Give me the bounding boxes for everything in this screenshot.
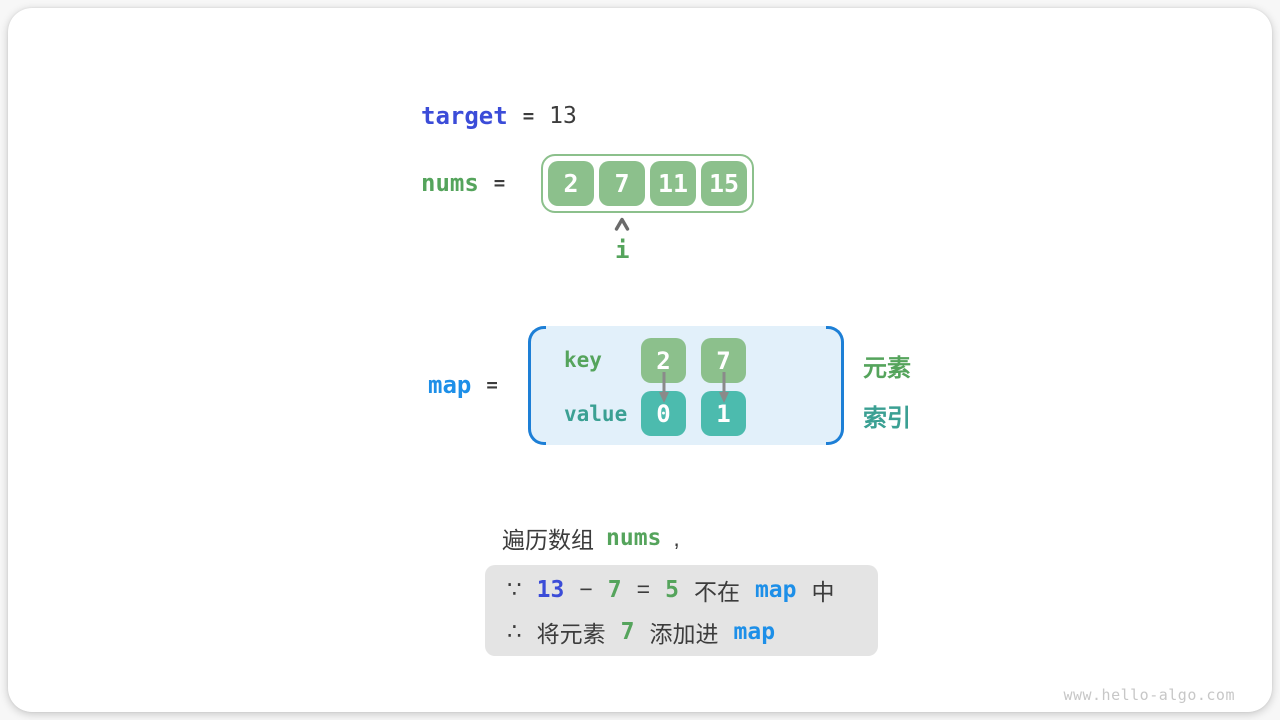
nums-array: 2 7 11 15	[541, 154, 754, 213]
label-elements: 元素	[863, 355, 911, 382]
target-value: 13	[549, 103, 577, 129]
equals-sign: =	[636, 576, 651, 602]
map-bracket-left	[528, 326, 546, 445]
note-line-therefore: ∴ 将元素 7 添加进 map	[507, 615, 878, 649]
map-value-row-label: value	[564, 402, 628, 426]
array-cell: 7	[599, 161, 645, 206]
array-cell: 15	[701, 161, 747, 206]
note-current-value: 7	[607, 576, 622, 603]
map-panel: key value 2 0 7 1	[528, 326, 844, 445]
map-bracket-right	[826, 326, 844, 445]
map-keyword: map	[428, 371, 472, 399]
nums-equals: =	[493, 172, 506, 194]
therefore-symbol: ∴	[507, 618, 522, 644]
because-symbol: ∵	[507, 576, 522, 602]
target-row: target = 13	[421, 102, 577, 130]
array-cell: 2	[548, 161, 594, 206]
will-element-text: 将元素	[536, 620, 606, 647]
map-key-row-label: key	[564, 348, 602, 372]
not-in-text: 不在	[693, 578, 740, 605]
watermark: www.hello-algo.com	[1063, 686, 1235, 704]
in-suffix-text: 中	[811, 578, 835, 605]
map-entry: 7 1	[701, 338, 746, 436]
note-map-keyword: map	[733, 618, 776, 645]
note-target-value: 13	[536, 576, 565, 603]
note-line-because: ∵ 13 − 7 = 5 不在 map 中	[507, 573, 878, 607]
nums-label-row: nums =	[421, 169, 505, 197]
target-equals: =	[522, 105, 535, 127]
map-equals: =	[486, 374, 498, 396]
note-box: ∵ 13 − 7 = 5 不在 map 中 ∴ 将元素 7 添加进 map	[485, 565, 878, 656]
key-value-arrow-icon	[658, 372, 669, 403]
minus-sign: −	[579, 576, 593, 602]
note-map-keyword: map	[754, 576, 797, 603]
caption-prefix: 遍历数组	[502, 527, 594, 553]
index-pointer-label: i	[615, 236, 630, 264]
map-entries: 2 0 7 1	[641, 338, 746, 436]
caption-code: nums	[606, 525, 662, 551]
index-pointer-arrow-icon	[614, 217, 630, 231]
note-element-value: 7	[620, 618, 635, 645]
nums-keyword: nums	[421, 169, 479, 197]
caption: 遍历数组 nums ,	[502, 521, 680, 555]
figure-card: target = 13 nums = 2 7 11 15 i map = ke	[8, 8, 1272, 712]
map-entry: 2 0	[641, 338, 686, 436]
label-indexes: 索引	[863, 405, 911, 432]
target-keyword: target	[421, 102, 508, 130]
array-cell: 11	[650, 161, 696, 206]
add-into-text: 添加进	[649, 620, 719, 647]
key-value-arrow-icon	[718, 372, 729, 403]
note-difference-value: 5	[665, 576, 679, 603]
map-label-row: map =	[428, 371, 498, 399]
caption-suffix: ,	[673, 524, 680, 551]
